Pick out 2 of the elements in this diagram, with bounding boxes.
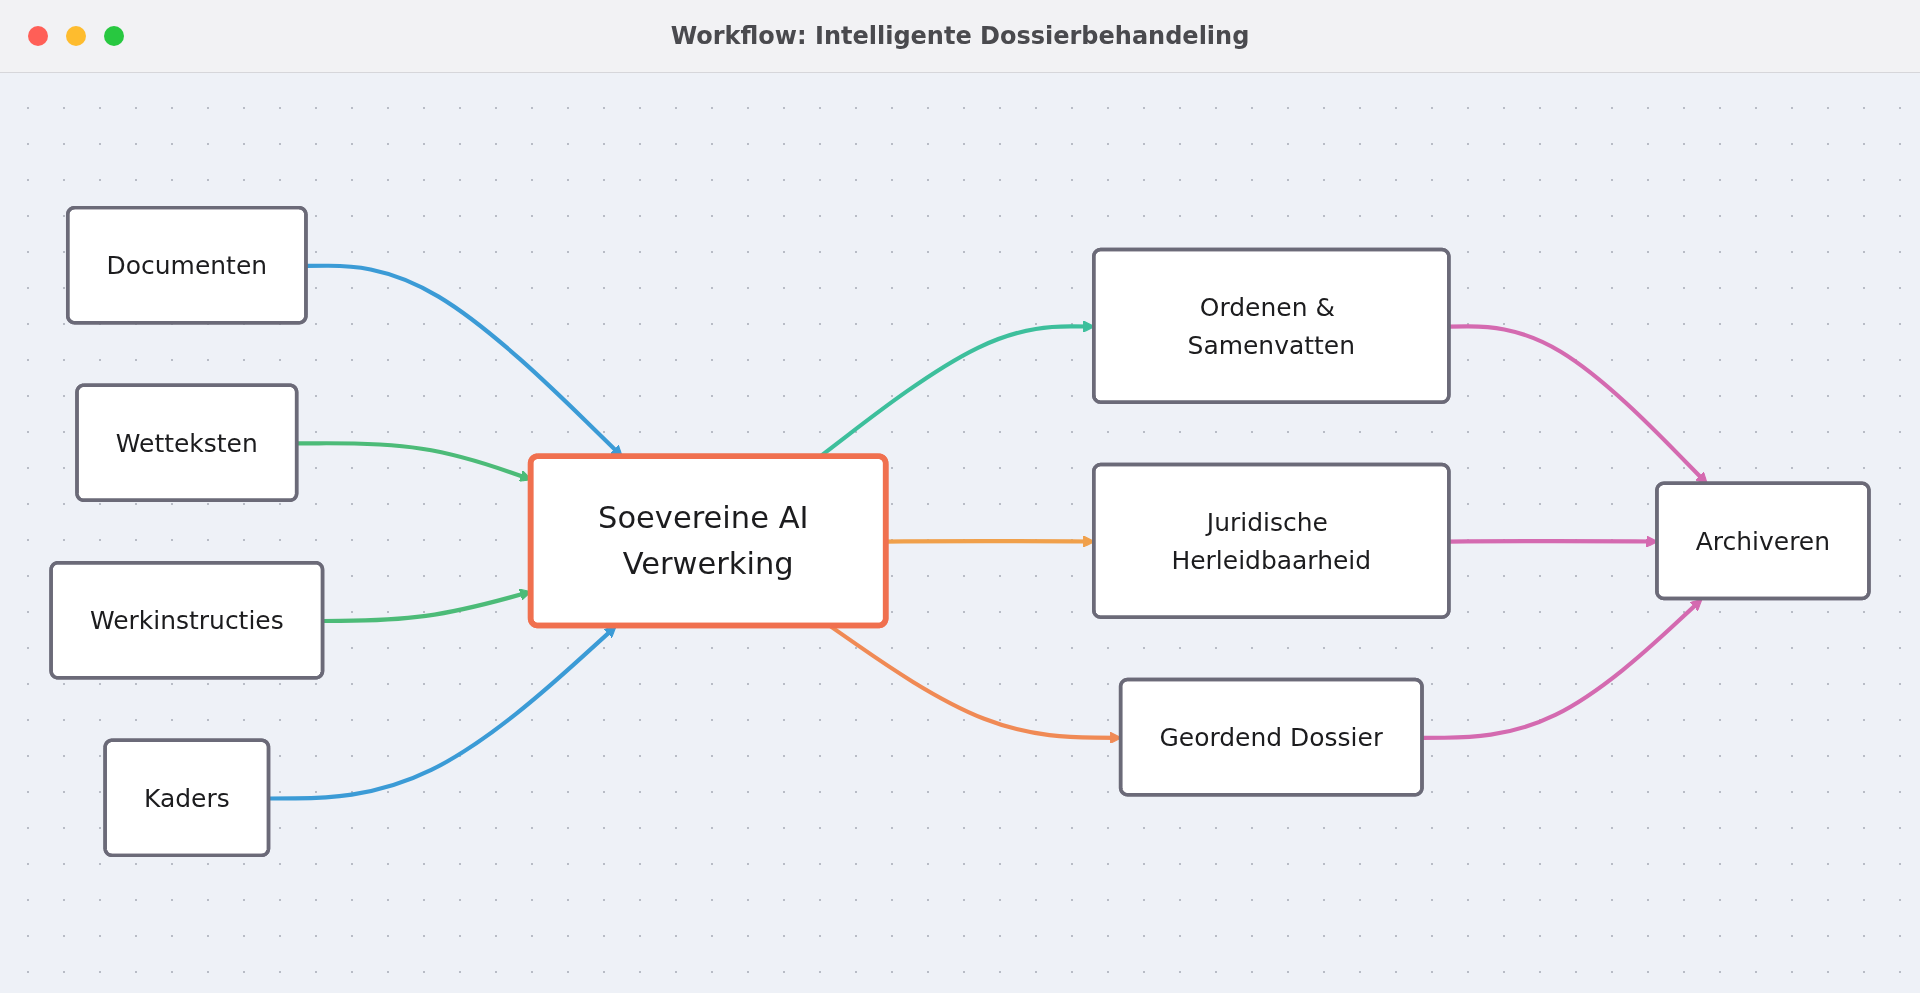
window-title: Workflow: Intelligente Dossierbehandeling	[670, 22, 1250, 50]
arrow	[1422, 598, 1703, 740]
